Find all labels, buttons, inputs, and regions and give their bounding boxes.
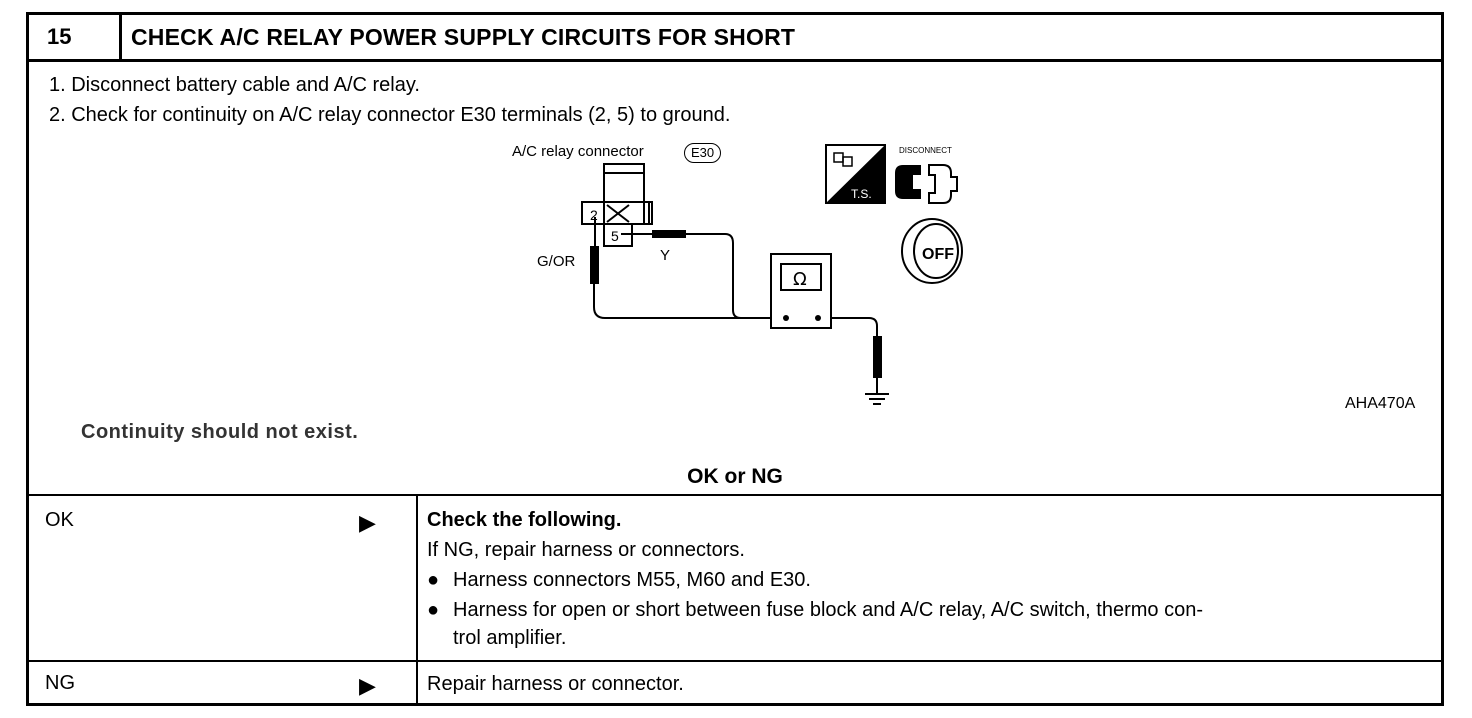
ng-arrow-icon: ▶ [359, 673, 376, 698]
step-number: 15 [29, 15, 122, 59]
step-instruction-1: 1. Disconnect battery cable and A/C rela… [49, 74, 420, 96]
ohmmeter-icon: Ω [770, 253, 832, 329]
wire-color-a: G/OR [537, 253, 576, 270]
terminal-5-label: 5 [611, 228, 619, 244]
step-header: 15 CHECK A/C RELAY POWER SUPPLY CIRCUITS… [29, 15, 1441, 62]
step-title: CHECK A/C RELAY POWER SUPPLY CIRCUITS FO… [131, 24, 796, 50]
wire-color-b: Y [660, 247, 671, 264]
ignition-off-icon: OFF [901, 218, 963, 284]
disconnect-icon: DISCONNECT [895, 146, 958, 204]
ok-label: OK [45, 509, 74, 531]
bullet-icon: ● [427, 569, 440, 591]
ok-instruction: If NG, repair harness or connectors. [427, 539, 745, 561]
ohm-symbol: Ω [793, 269, 807, 290]
ok-bullet-1: ●Harness connectors M55, M60 and E30. [427, 565, 811, 595]
relay-connector [581, 163, 653, 247]
figure-code: AHA470A [1345, 395, 1416, 412]
terminal-2-label: 2 [590, 207, 598, 223]
off-label: OFF [922, 246, 954, 263]
wiring-diagram: 2 5 Ω [581, 144, 963, 405]
ok-bullet-2-continued: trol amplifier. [453, 627, 567, 649]
ok-heading: Check the following. [427, 509, 622, 531]
decision-label: OK or NG [687, 465, 783, 488]
ng-label: NG [45, 672, 75, 694]
divider-column [416, 496, 418, 706]
wires [590, 217, 882, 394]
divider-results [29, 494, 1441, 496]
step-instruction-2: 2. Check for continuity on A/C relay con… [49, 104, 731, 126]
check-table: 15 CHECK A/C RELAY POWER SUPPLY CIRCUITS… [26, 12, 1444, 706]
divider-ng [29, 660, 1441, 662]
disconnect-label: DISCONNECT [899, 146, 952, 155]
ok-arrow-icon: ▶ [359, 510, 376, 535]
expected-result: Continuity should not exist. [81, 421, 359, 443]
bullet-icon: ● [427, 599, 440, 621]
ts-label: T.S. [851, 187, 872, 201]
ground-icon [865, 393, 889, 405]
ok-bullet-2: ●Harness for open or short between fuse … [427, 595, 1203, 625]
ng-action: Repair harness or connector. [427, 673, 684, 695]
test-switch-icon: T.S. [825, 144, 886, 204]
connector-label: A/C relay connector [512, 143, 644, 160]
connector-id-badge: E30 [684, 143, 722, 163]
